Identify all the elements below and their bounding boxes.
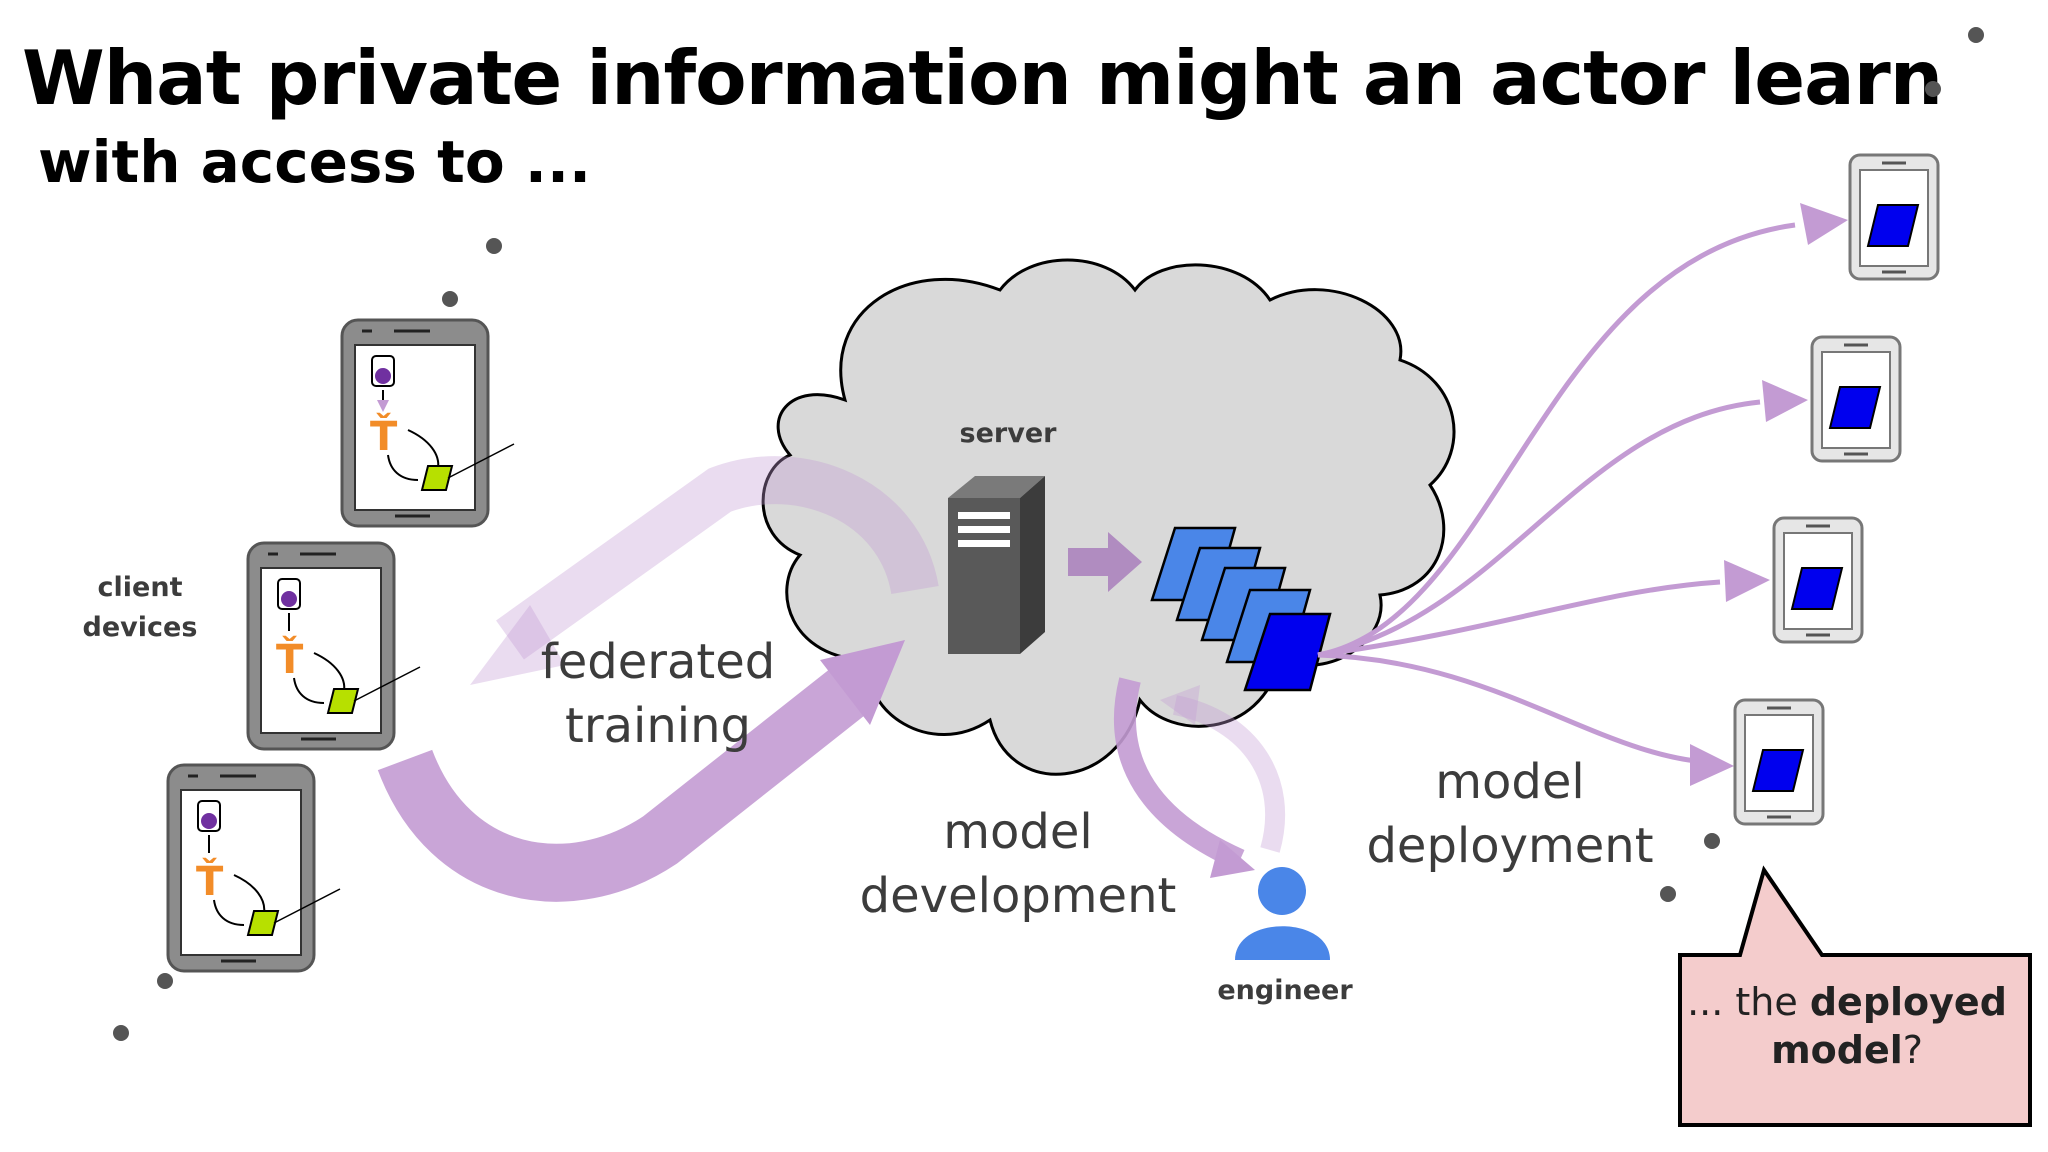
server-to-model-arrow <box>1068 532 1142 592</box>
svg-text:Ť: Ť <box>196 857 224 905</box>
client-phone-1: Ť <box>340 318 515 528</box>
deployed-phone-4 <box>1733 698 1825 826</box>
model-dev-line2: development <box>859 868 1177 924</box>
callout-bold-deployed: deployed <box>1809 980 2007 1024</box>
callout-bold-model: model <box>1771 1028 1903 1072</box>
deployed-phone-2 <box>1810 335 1902 463</box>
federated-training-label: federated training <box>528 630 788 758</box>
client-devices-line2: devices <box>82 612 198 643</box>
slide-title: What private information might an actor … <box>22 34 1943 122</box>
model-dev-line1: model <box>943 804 1093 860</box>
decorative-dots <box>113 27 1984 1041</box>
callout-bubble <box>1678 865 2032 1127</box>
federated-line1: federated <box>540 634 776 690</box>
client-devices-line1: client <box>97 572 183 603</box>
client-phone-3: Ť <box>166 763 341 973</box>
callout-prefix: ... the <box>1687 980 1810 1024</box>
deployment-arrowheads <box>1690 203 1848 786</box>
slide-subtitle: with access to ... <box>38 128 592 196</box>
deployed-phone-3 <box>1772 516 1864 644</box>
callout-suffix: ? <box>1902 1028 1923 1072</box>
model-deploy-line2: deployment <box>1366 818 1654 874</box>
engineer-label: engineer <box>1217 975 1353 1006</box>
svg-text:Ť: Ť <box>276 635 304 683</box>
deployment-arrows <box>1317 222 1796 766</box>
model-development-label: model development <box>848 800 1188 928</box>
federated-line2: training <box>565 698 751 754</box>
model-stack-icon <box>1150 526 1332 692</box>
model-deploy-line1: model <box>1435 754 1585 810</box>
svg-text:Ť: Ť <box>370 412 398 460</box>
server-label: server <box>959 418 1057 449</box>
deployed-phone-1 <box>1848 153 1940 281</box>
engineer-icon <box>1235 867 1330 960</box>
model-deployment-label: model deployment <box>1360 750 1660 878</box>
server-icon <box>948 476 1045 654</box>
callout-text: ... the deployed model? <box>1672 978 2022 1074</box>
client-phone-2: Ť <box>246 541 421 751</box>
model-dev-arrows <box>1114 677 1285 878</box>
client-devices-label: client devices <box>60 568 220 648</box>
federated-arrows <box>377 456 939 902</box>
